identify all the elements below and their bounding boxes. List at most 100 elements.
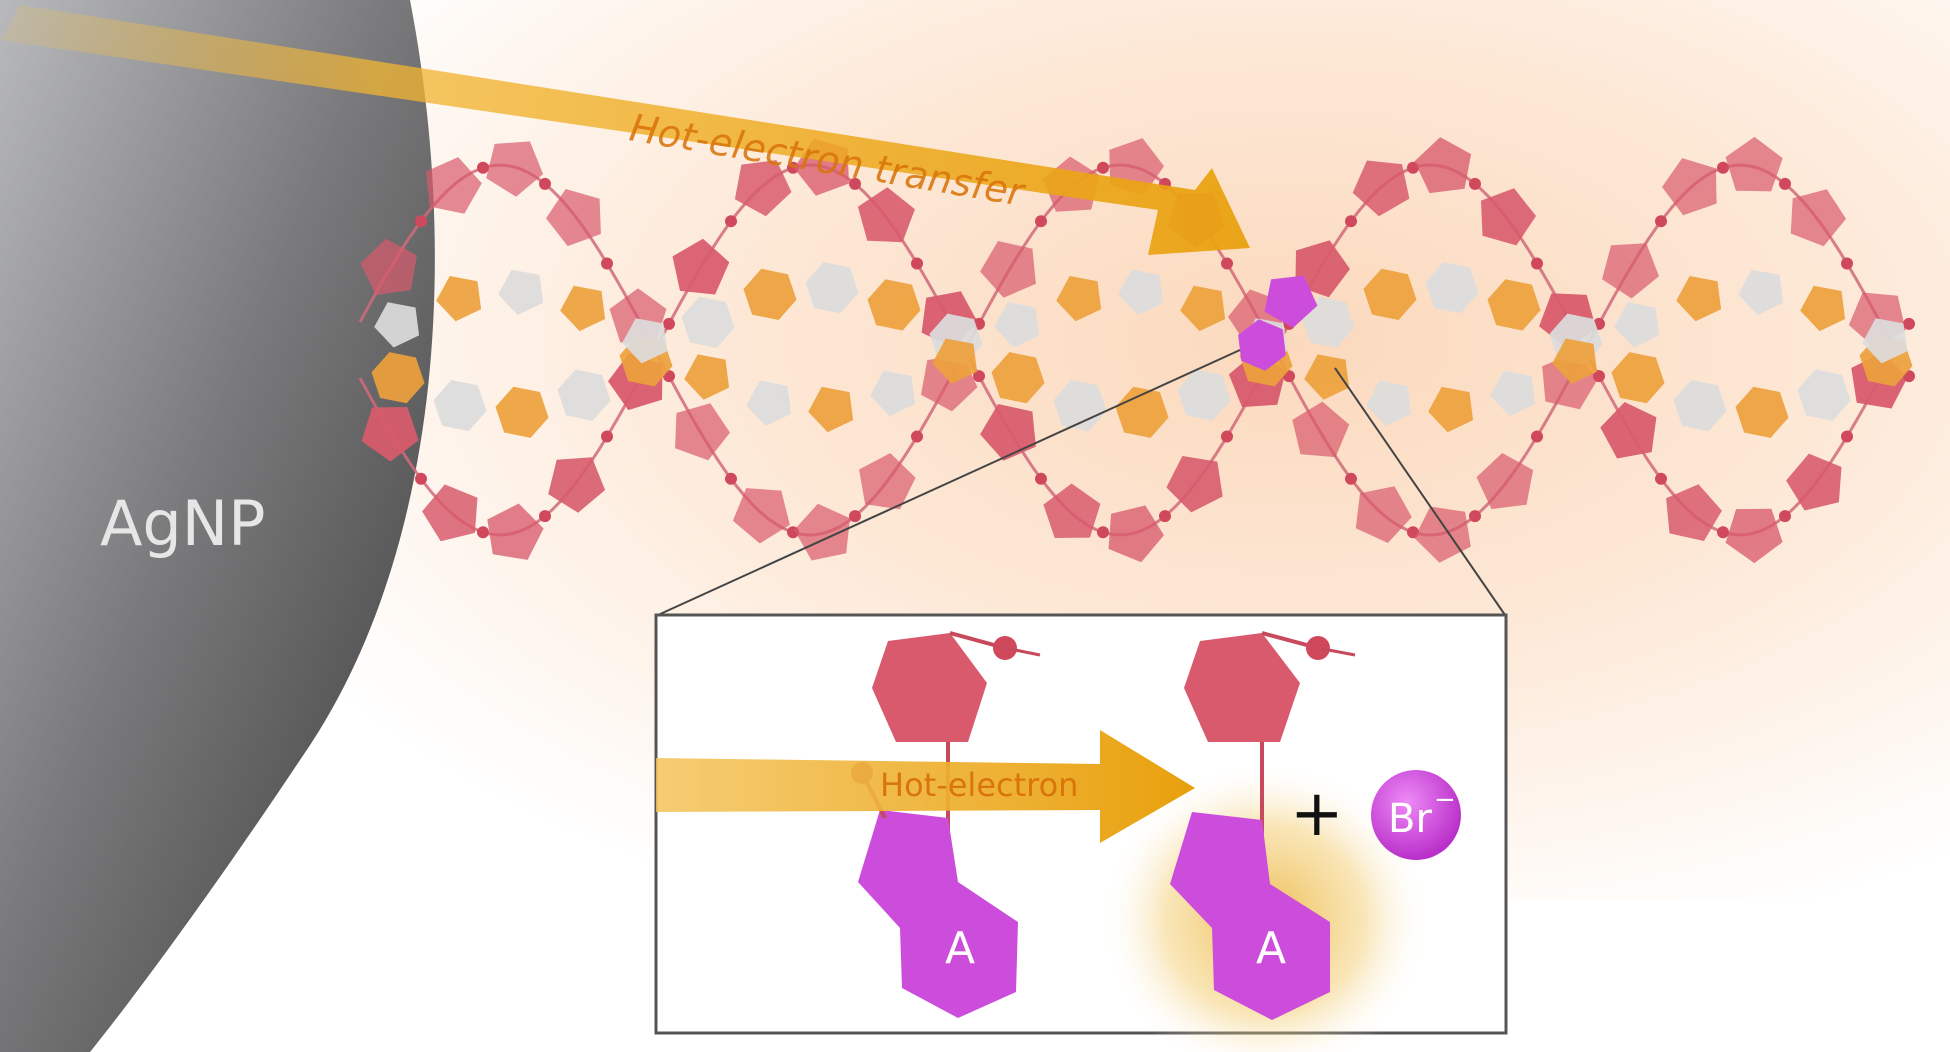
phosphate-bead: [539, 177, 551, 190]
phosphate-bead: [1035, 215, 1047, 228]
sugar-ring: [1414, 506, 1471, 563]
phosphate-bead: [1655, 215, 1667, 228]
phosphate-bead: [1531, 257, 1543, 270]
phosphate-tail-before: [1004, 646, 1041, 657]
phosphate-bead: [911, 430, 923, 443]
phosphate-bead: [601, 257, 613, 270]
nucleobase: [1304, 354, 1350, 400]
nucleobase: [1115, 386, 1169, 438]
phosphate-bead: [1345, 472, 1357, 485]
phosphate-bead: [601, 430, 613, 443]
sugar-ring: [486, 141, 544, 197]
brominated-adenine: [1264, 275, 1318, 328]
nucleobase: [991, 352, 1045, 404]
sugar-ring: [1725, 136, 1783, 192]
nucleobase: [557, 369, 611, 421]
nucleobase: [1738, 269, 1784, 315]
nucleobase: [1490, 370, 1536, 417]
sugar-ring: [1725, 508, 1783, 564]
phosphate-bead: [539, 510, 551, 523]
nucleobase: [1862, 318, 1908, 364]
nucleobase: [1056, 276, 1102, 322]
nucleobase: [1552, 338, 1598, 384]
nucleobase: [436, 276, 482, 322]
nucleobase: [374, 302, 420, 348]
sugar-ring: [1166, 456, 1223, 513]
phosphate-bead: [787, 161, 799, 174]
bromide-ion: Br −: [1371, 770, 1461, 860]
nucleobase: [371, 352, 425, 404]
phosphate-bead: [1841, 430, 1853, 443]
bromide-charge: −: [1434, 785, 1456, 815]
nucleobase: [746, 380, 792, 426]
phosphate-bead: [1903, 317, 1915, 330]
nucleobase: [867, 279, 921, 331]
phosphate-bead: [1345, 215, 1357, 228]
phosphate-bead: [1717, 161, 1729, 174]
phosphate-bead: [1779, 510, 1791, 523]
sugar-ring: [1662, 158, 1717, 216]
zoom-line-right: [1334, 367, 1506, 616]
phosphate-bead: [725, 472, 737, 485]
phosphate-bead: [1159, 510, 1171, 523]
sugar-ring: [1295, 240, 1350, 298]
nucleobase: [1735, 386, 1789, 438]
phosphate-bead: [1717, 526, 1729, 539]
sugar-ring: [546, 189, 601, 247]
sugar-ring: [1600, 402, 1657, 459]
sugar-ring: [1414, 137, 1472, 194]
nucleobase: [805, 262, 859, 314]
phosphate-bead: [1097, 161, 1109, 174]
nucleobase: [498, 269, 544, 315]
nucleobase: [1118, 269, 1164, 315]
nucleobase: [870, 370, 916, 417]
plus-sign: +: [1290, 777, 1344, 851]
nucleobase: [1487, 279, 1541, 331]
sugar-ring: [548, 457, 606, 513]
nucleobase: [743, 268, 797, 320]
sugar-ring: [980, 404, 1036, 461]
adenine-before: [858, 810, 1018, 1018]
phosphate-bead: [415, 215, 427, 228]
sugar-ring: [1355, 486, 1412, 543]
nucleobase: [1363, 268, 1417, 320]
sugar-ring: [1043, 483, 1101, 538]
sugar-ring: [859, 453, 916, 510]
brominated-adenine: [1238, 319, 1286, 371]
sugar-ring: [1786, 453, 1842, 511]
phosphate-bead: [1469, 177, 1481, 190]
phosphate-bead: [1035, 472, 1047, 485]
reaction-inset: A Hot-electron A + Br −: [654, 613, 1508, 1052]
phosphate-bead: [1593, 370, 1605, 383]
nucleobase: [1366, 380, 1412, 426]
sugar-ring: [1481, 188, 1536, 246]
nucleobase: [1673, 380, 1727, 432]
sugar-ring: [487, 503, 544, 560]
sugar-ring: [426, 157, 482, 214]
phosphate-bead: [1221, 257, 1233, 270]
sugar-ring: [1352, 160, 1410, 217]
phosphate-bead: [1097, 526, 1109, 539]
sugar-ring: [422, 484, 478, 542]
nucleobase: [681, 296, 735, 348]
nanoparticle-label: AgNP: [100, 487, 266, 560]
phosphate-tail-after: [1317, 646, 1356, 657]
base-label-before: A: [945, 923, 975, 974]
phosphate-bead: [1407, 161, 1419, 174]
phosphate-bead: [1779, 177, 1791, 190]
sugar-ring: [734, 160, 792, 217]
nucleobase: [932, 338, 978, 384]
nucleobase: [1611, 352, 1665, 404]
bromide-sphere: [1371, 770, 1461, 860]
sugar-ring-after: [1184, 633, 1300, 742]
base-label-after: A: [1256, 923, 1286, 974]
nucleobase: [1425, 262, 1479, 314]
hot-electron-label: Hot-electron: [880, 766, 1078, 804]
sugar-ring: [361, 407, 419, 462]
nucleobase: [560, 285, 606, 332]
bromide-symbol: Br: [1388, 796, 1432, 842]
silver-nanoparticle: [0, 0, 435, 1052]
sugar-ring: [672, 238, 730, 295]
nucleobase: [1180, 285, 1226, 332]
